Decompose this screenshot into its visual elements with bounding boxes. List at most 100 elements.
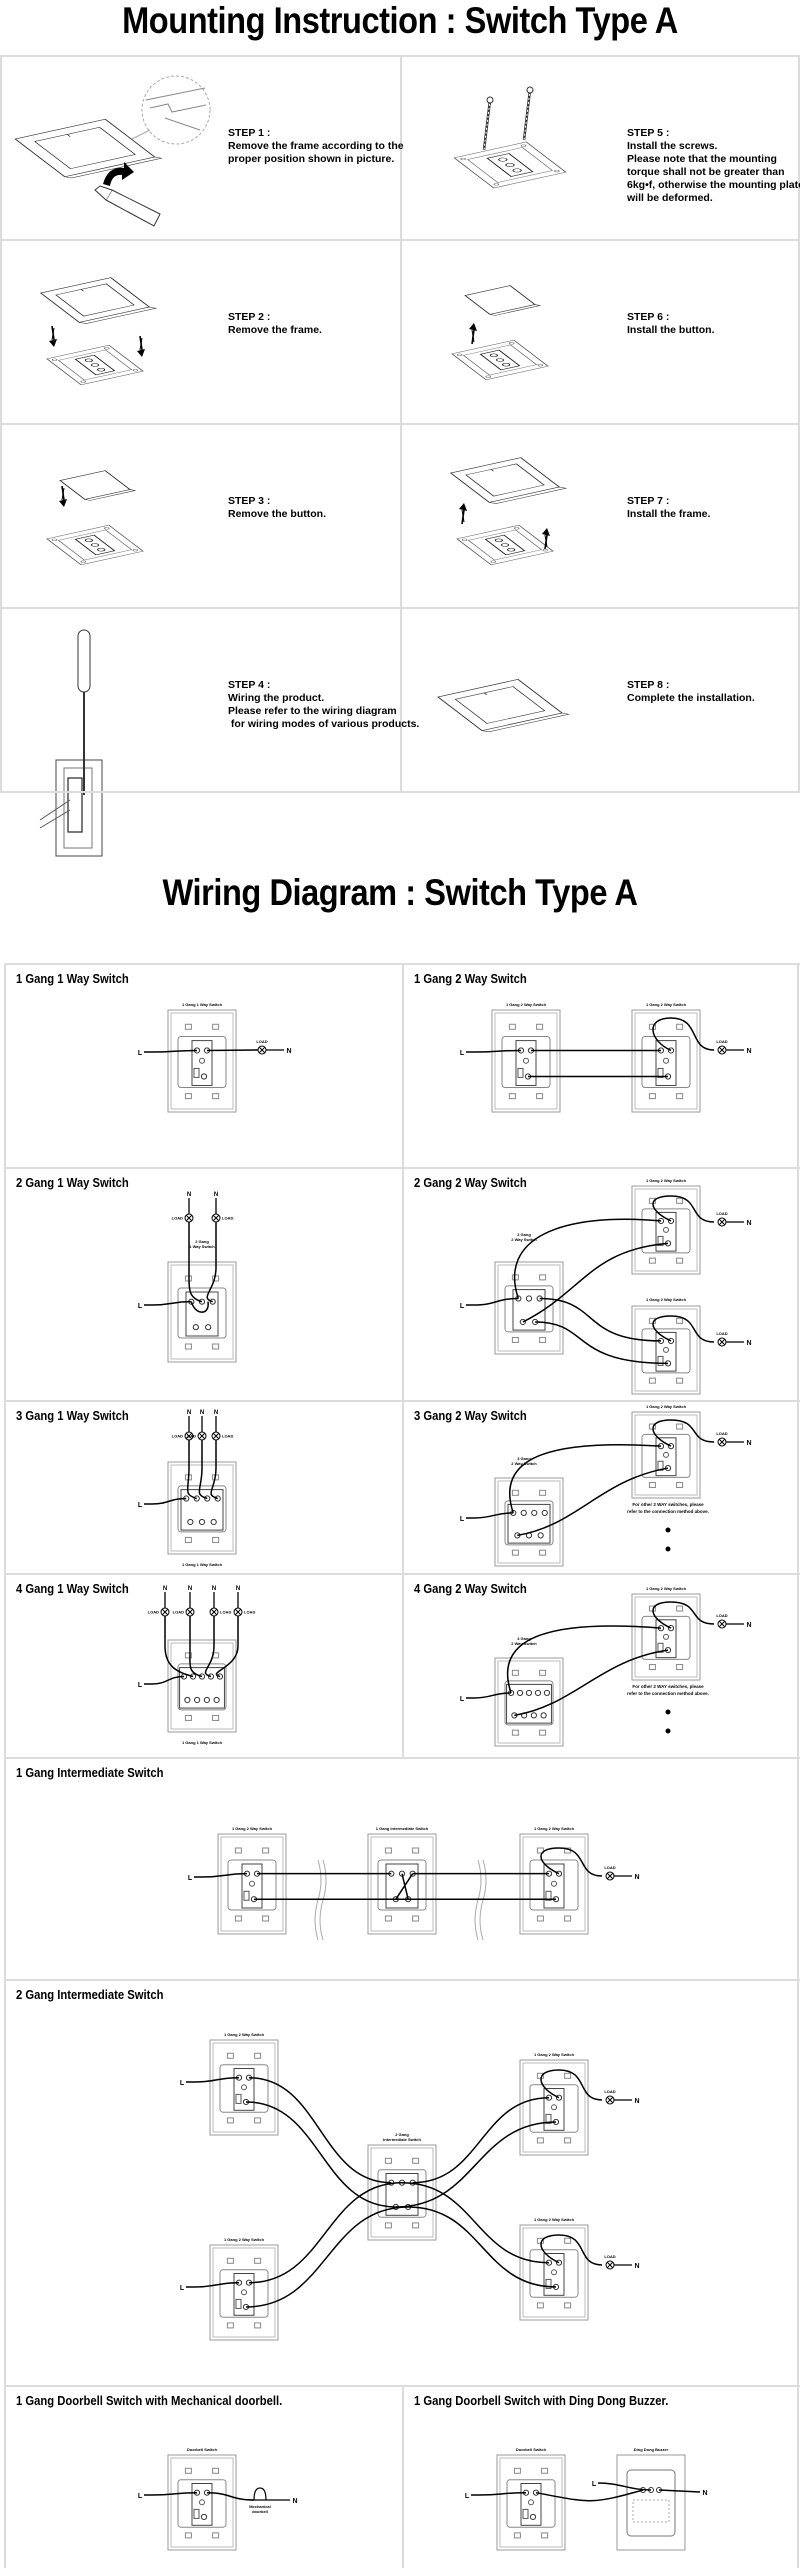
mounting-bracket [177,1287,227,1339]
mounting-slot [184,1714,192,1721]
plate-inner-edge [170,2457,234,2548]
spring-clip [193,2508,200,2519]
ellipsis-dot [665,1527,671,1533]
terminal-screw [489,353,498,358]
mounting-hole [103,527,110,530]
frame-step8 [437,679,571,733]
live-label: L [460,1516,465,1523]
grid-divider [797,963,799,2568]
step-6-text: STEP 6 :Install the button. [627,311,715,337]
load-label: LOAD [716,1039,727,1044]
mounting-bracket [377,1859,427,1911]
mounting-slot [511,1729,519,1736]
terminal-screw [505,163,515,167]
wire [204,1616,215,1678]
plate-inner-edge [499,2457,563,2548]
terminal-screw [203,1696,210,1704]
step-label: STEP 8 : [627,679,670,691]
diagram-title: 2 Gang 1 Way Switch [16,1176,129,1190]
load-label: LOAD [172,1434,183,1439]
terminal-screw [541,1509,548,1517]
mounting-slot [513,2532,521,2539]
terminal-screw [205,1324,212,1331]
mounting-bracket [529,2084,579,2133]
ding-dong-buzzer [616,2454,686,2551]
plate-caption: Doorbell Switch [187,2447,218,2452]
grid-divider [0,55,2,791]
live-label: L [138,2493,143,2500]
mounting-plate [451,339,549,381]
step-label: STEP 7 : [627,495,670,507]
wire [473,1512,514,1519]
mounting-slot [676,1023,684,1030]
wire [513,1218,662,1299]
plate-caption: 1 Gang 2 Way Switch [646,1002,687,1007]
grid-divider [4,1757,800,1759]
plate-inner-edge [497,1264,561,1352]
led-indicator [249,1880,255,1887]
terminal-screw [525,1295,533,1302]
mounting-hole [490,560,497,563]
mounting-slot [536,2137,544,2144]
rocker-button [465,463,545,497]
mounting-slot [412,2222,420,2229]
lamp-cross [718,1338,726,1346]
mounting-hole [542,549,549,552]
plate-caption: 1 Gang 2 Way Switch [646,1297,687,1302]
plate-inner [467,529,543,561]
switch-plate-diagram [496,2454,566,2551]
plate-inner-edge [522,2227,586,2318]
screw-thread [523,89,531,141]
terminal-screw [540,1712,547,1719]
wire [652,1601,715,1629]
wire [473,1692,512,1699]
lamp-cross [718,1438,726,1446]
load-label: LOAD [173,1610,184,1615]
led-indicator [663,1346,669,1353]
mounting-slot [511,1549,519,1556]
led-indicator [241,2084,247,2091]
mounting-slot [226,2322,234,2329]
spring-clip [545,1890,552,1901]
mounting-bracket [177,1036,227,1089]
grid-divider [4,963,6,2568]
arrow-head [137,349,145,357]
step-label: STEP 3 : [228,495,271,507]
mounting-slot [184,1093,192,1100]
live-label: L [592,2481,597,2488]
ellipsis-dot [665,1709,671,1715]
frame-edge [481,712,571,733]
neutral-label: N [746,1440,751,1447]
terminal-screw [194,1696,201,1704]
led-indicator [199,2499,205,2506]
live-label: L [180,2080,185,2087]
terminal-screw [494,538,503,543]
neutral-label: N [214,1192,218,1198]
terminal-screw [502,362,511,367]
wire [395,1873,414,1900]
lamp-cross [210,1608,218,1616]
spring-clip [517,1067,524,1078]
mounting-slot [536,2302,544,2309]
magnifier-detail-icon [141,75,211,145]
mounting-slot [511,1669,519,1676]
lamp-cross [161,1608,169,1616]
wire [517,1467,669,1537]
load-label: LOAD [604,1865,615,1870]
wire [652,1195,715,1223]
arrow-shaft [51,325,55,341]
step-4-text: STEP 4 :Wiring the product.Please refer … [228,679,419,731]
switch-plate-diagram [367,2144,437,2241]
neutral-label: N [746,1340,751,1347]
wire [193,2076,240,2083]
mounting-slot [226,2257,234,2264]
lamp-cross [718,1046,726,1054]
wire [506,1625,662,1694]
mounting-plate [46,344,144,386]
mounting-slot [254,2117,262,2124]
plate-caption: 1 Gang 1 Way Switch [182,1002,223,1007]
step-label: STEP 6 : [627,311,670,323]
step-instruction-line: Complete the installation. [627,692,755,704]
spring-clip [657,1235,664,1246]
